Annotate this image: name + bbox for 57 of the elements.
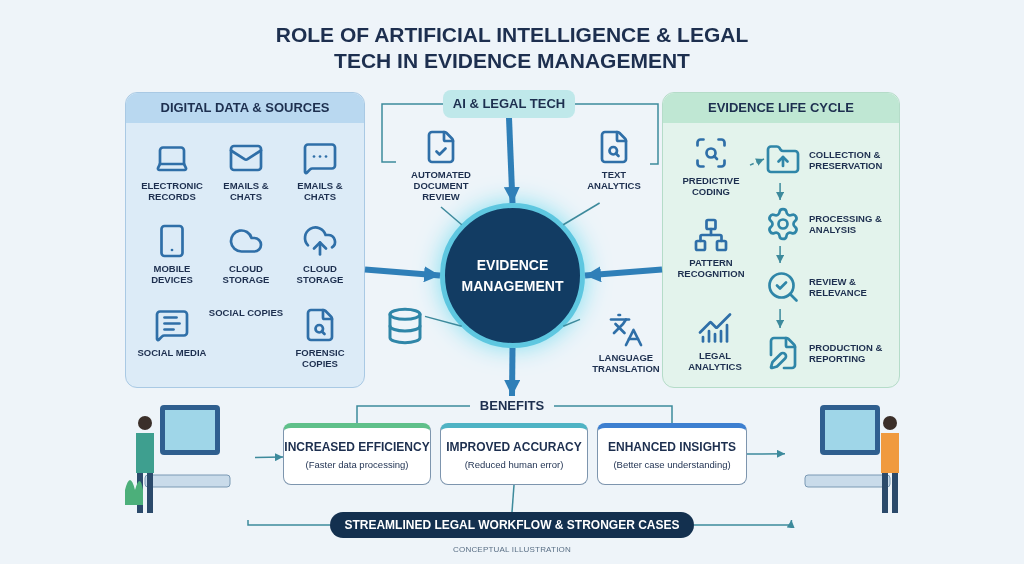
item-label: EMAILS & CHATS xyxy=(296,180,344,202)
item-label: ELECTRONIC RECORDS xyxy=(140,180,204,202)
footnote: CONCEPTUAL ILLUSTRATION xyxy=(452,544,572,556)
connector-line xyxy=(562,318,581,327)
arrow xyxy=(749,158,765,166)
connector-line xyxy=(574,103,659,165)
arrow xyxy=(746,449,786,458)
item-label: SOCIAL COPIES xyxy=(208,307,284,318)
connector-line xyxy=(562,202,601,226)
item-label: CLOUD STORAGE xyxy=(295,263,345,285)
panel-heading: EVIDENCE LIFE CYCLE xyxy=(663,93,899,123)
panel-heading: DIGITAL DATA & SOURCES xyxy=(126,93,364,123)
benefit-card xyxy=(440,423,588,485)
section-heading: AI & LEGAL TECH xyxy=(443,90,575,118)
arrow xyxy=(776,245,785,264)
diagram-title: ROLE OF ARTIFICIAL INTELLIGENCE & LEGAL TECH IN EVIDENCE MANAGEMENT xyxy=(274,22,750,74)
connector-line xyxy=(381,103,444,163)
item-label: LEGAL ANALYTICS xyxy=(687,350,743,372)
arrow xyxy=(254,453,284,462)
card-subtitle: (Better case understanding) xyxy=(613,457,731,472)
card-subtitle: (Faster data processing) xyxy=(305,457,409,472)
arrow xyxy=(776,182,785,201)
arrow xyxy=(364,266,441,283)
step-label: COLLECTION & PRESERVATION xyxy=(809,149,884,171)
section-panel xyxy=(662,92,900,388)
item-label: TEXT ANALYTICS xyxy=(586,169,642,191)
benefit-card xyxy=(597,423,747,485)
arrow xyxy=(584,266,663,283)
step-label: PRODUCTION & REPORTING xyxy=(809,342,884,364)
connector-line xyxy=(424,315,463,327)
arrow xyxy=(504,347,521,397)
connector-line xyxy=(440,206,463,226)
card-subtitle: (Reduced human error) xyxy=(464,457,564,472)
summary-banner: STREAMLINED LEGAL WORKFLOW & STRONGER CASES xyxy=(330,512,694,538)
item-label: MOBILE DEVICES xyxy=(150,263,194,285)
card-title: IMPROVED ACCURACY xyxy=(446,439,582,454)
item-label: SOCIAL MEDIA xyxy=(137,347,207,358)
arrow xyxy=(776,308,785,329)
connector-line xyxy=(356,405,471,424)
arrow xyxy=(693,519,795,529)
arrow xyxy=(503,117,520,204)
step-label: PROCESSING & ANALYSIS xyxy=(809,213,883,235)
item-label: PREDICTIVE CODING xyxy=(681,175,741,197)
connector-line xyxy=(553,405,673,424)
item-label: EMAILS & CHATS xyxy=(222,180,270,202)
item-label: AUTOMATED DOCUMENT REVIEW xyxy=(410,169,472,202)
item-label: CLOUD STORAGE xyxy=(221,263,271,285)
step-label: REVIEW & RELEVANCE xyxy=(809,276,868,298)
item-label: LANGUAGE TRANSLATION xyxy=(591,352,661,374)
connector-line xyxy=(511,484,515,513)
section-panel xyxy=(125,92,365,388)
connector-line xyxy=(247,519,331,526)
item-label: FORENSIC COPIES xyxy=(294,347,346,369)
item-label: PATTERN RECOGNITION xyxy=(676,257,746,279)
card-title: INCREASED EFFICIENCY xyxy=(284,439,430,454)
benefit-card xyxy=(283,423,431,485)
card-title: ENHANCED INSIGHTS xyxy=(608,439,736,454)
